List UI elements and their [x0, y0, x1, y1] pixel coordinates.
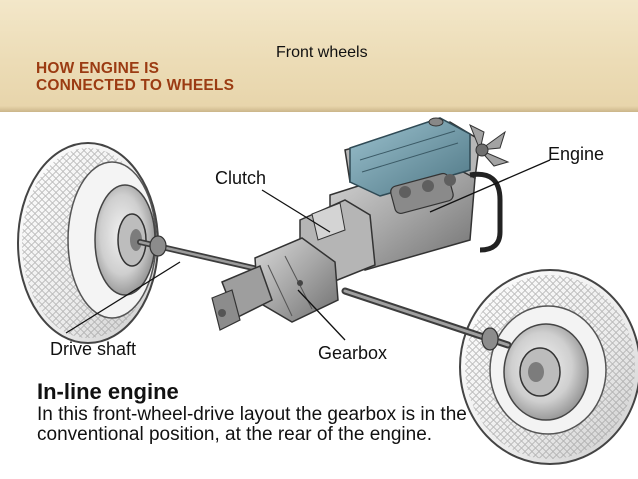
drivetrain-diagram: Clutch Engine Drive shaft Gearbox [17, 117, 638, 465]
caption-body: In this front-wheel-drive layout the gea… [37, 404, 467, 445]
header-band [0, 0, 638, 112]
gearbox [211, 237, 339, 331]
caption-title: In-line engine [37, 379, 179, 404]
diagram-caption: In-line engine In this front-wheel-drive… [37, 380, 477, 445]
slide-title-line-1: HOW ENGINE IS [36, 60, 160, 77]
gearbox-label: Gearbox [318, 343, 387, 363]
drive-shafts [137, 235, 512, 351]
clutch-label: Clutch [215, 168, 266, 188]
drive-shaft-label: Drive shaft [50, 339, 136, 359]
left-wheel [17, 142, 159, 344]
slide-title: HOW ENGINE IS CONNECTED TO WHEELS [36, 60, 234, 94]
engine-label: Engine [548, 144, 604, 164]
slide-title-line-2: CONNECTED TO WHEELS [36, 77, 235, 94]
fan [469, 123, 510, 167]
right-wheel [459, 269, 638, 465]
front-wheels-label: Front wheels [276, 44, 368, 61]
leader-lines [65, 159, 551, 341]
